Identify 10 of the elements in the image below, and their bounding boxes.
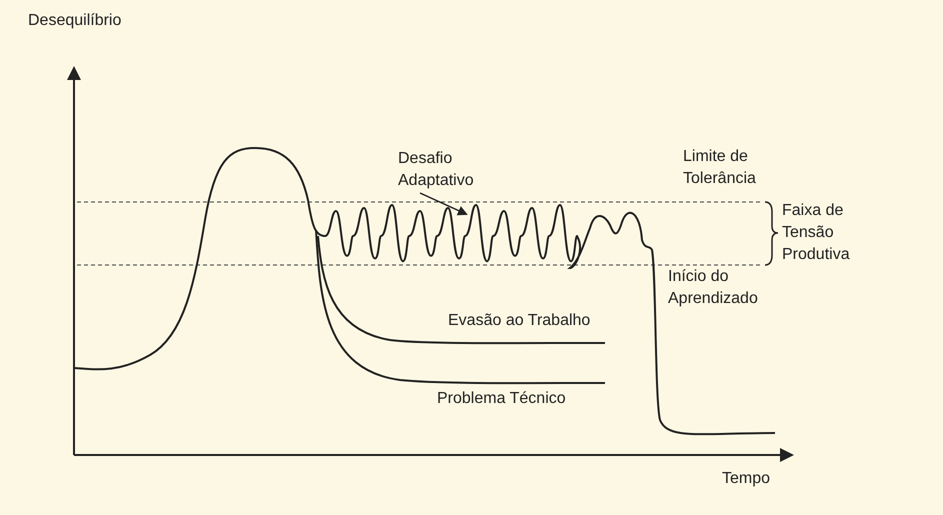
curve-label: Evasão ao Trabalho [448, 311, 592, 331]
leader-line [420, 192, 468, 216]
band-label: Faixa de Tensão Produtiva [782, 201, 851, 265]
curve-label: Problema Técnico [437, 389, 567, 409]
point-label: Início do Aprendizado [668, 267, 759, 309]
axis-title: Tempo [722, 469, 772, 489]
callout-text: Desafio Adaptativo [398, 148, 508, 192]
threshold-label: Limite de Tolerância [683, 147, 757, 189]
axis-title: Desequilíbrio [28, 11, 122, 31]
curve [74, 147, 775, 436]
